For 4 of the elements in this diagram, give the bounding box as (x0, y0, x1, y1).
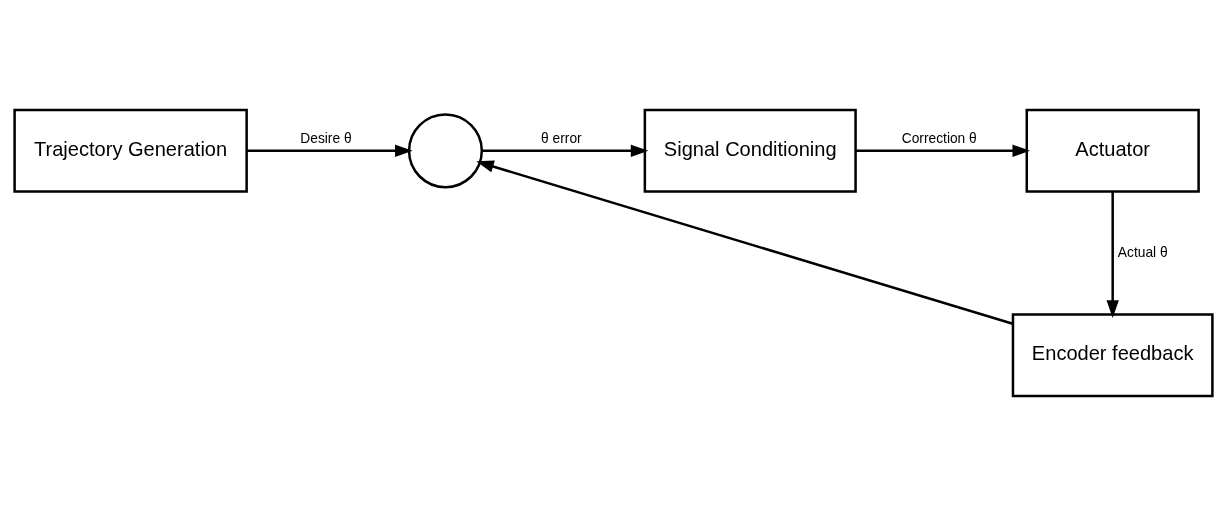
edge-label: Correction θ (901, 130, 977, 146)
edge-label: Desire θ (300, 130, 352, 146)
edge-label: Actual θ (1117, 244, 1168, 260)
edge-label: θ error (541, 130, 582, 146)
